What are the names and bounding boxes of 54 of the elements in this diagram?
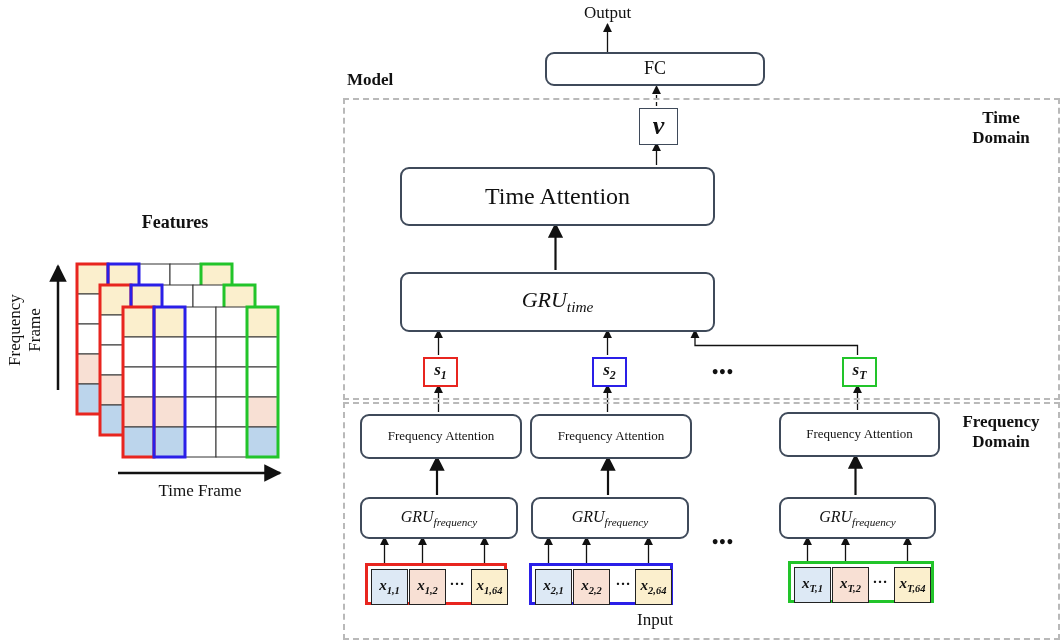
state-box: s$_{1}$: [423, 357, 458, 387]
process-box: GRU$_{frequency}$: [531, 497, 689, 539]
process-box: Frequency Attention: [360, 414, 522, 459]
input-label: Input: [636, 609, 674, 632]
region-title: Time Domain: [971, 108, 1031, 148]
input-cell: x$_{1,2}$: [409, 569, 446, 605]
process-box: Frequency Attention: [530, 414, 692, 459]
input-cell: x$_{T,2}$: [832, 567, 869, 603]
process-box: GRU$_{time}$: [400, 272, 715, 332]
vector-box: v: [639, 108, 678, 145]
process-box: Time Attention: [400, 167, 715, 226]
arrow: [840, 536, 851, 563]
dashed-region: [343, 402, 1060, 640]
ellipsis-text: …: [871, 569, 889, 589]
arrow: [902, 536, 913, 563]
arrow: [433, 329, 444, 356]
arrow: [602, 23, 613, 53]
axis-label: Time Frame: [157, 480, 243, 502]
process-box: GRU$_{frequency}$: [779, 497, 936, 539]
chart-title: Features: [140, 210, 210, 234]
axis-label: Frequency Frame: [4, 293, 45, 368]
dashed-region: [343, 98, 1060, 400]
input-cell: x$_{1,64}$: [471, 569, 508, 605]
arrow: [581, 536, 592, 565]
arrow: [602, 329, 613, 356]
ellipsis-text: …: [448, 571, 466, 591]
input-cell: x$_{2,1}$: [535, 569, 572, 605]
arrow: [417, 536, 428, 565]
state-box: s$_{2}$: [592, 357, 627, 387]
arrow: [802, 536, 813, 563]
arrow: [479, 536, 490, 565]
input-cell: x$_{T,1}$: [794, 567, 831, 603]
output-label: Output: [560, 2, 655, 24]
arrow: [379, 536, 390, 565]
arrow: [643, 536, 654, 565]
ellipsis-text: …: [614, 571, 632, 591]
region-title: Frequency Domain: [961, 412, 1041, 452]
arrow: [651, 85, 662, 107]
input-group-box: [529, 563, 673, 605]
input-group-box: [788, 561, 934, 603]
region-title: Model: [347, 70, 394, 90]
arrow: [543, 536, 554, 565]
arrow: [690, 329, 859, 356]
input-group-box: [365, 563, 507, 605]
input-cell: x$_{T,64}$: [894, 567, 931, 603]
process-box: FC: [545, 52, 765, 86]
state-box: s$_{T}$: [842, 357, 877, 387]
ellipsis-text: •••: [711, 530, 735, 554]
ellipsis-text: •••: [711, 360, 735, 384]
input-cell: x$_{1,1}$: [371, 569, 408, 605]
process-box: GRU$_{frequency}$: [360, 497, 518, 539]
process-box: Frequency Attention: [779, 412, 940, 457]
input-cell: x$_{2,2}$: [573, 569, 610, 605]
input-cell: x$_{2,64}$: [635, 569, 672, 605]
